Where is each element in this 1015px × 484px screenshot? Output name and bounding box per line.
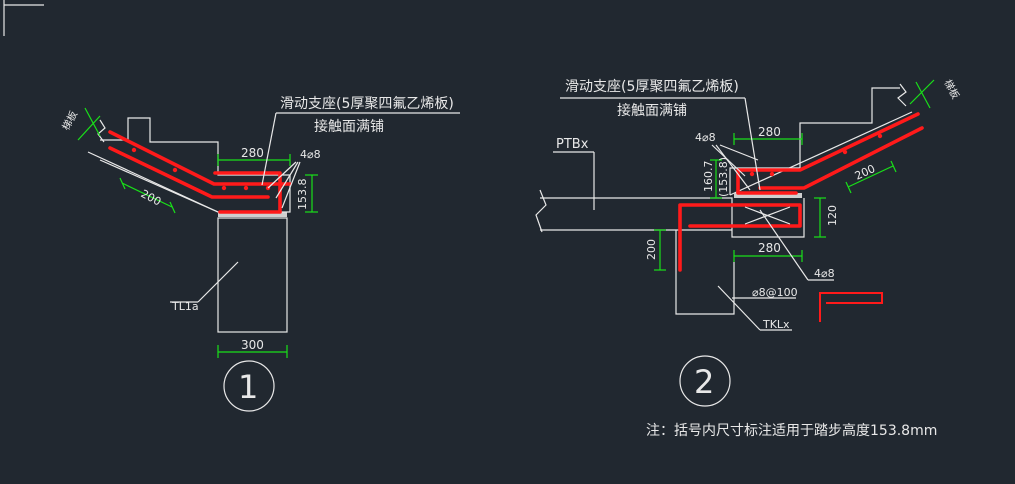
ucs-corner-icon: [3, 0, 44, 36]
sliding-pad: [218, 212, 287, 217]
dim-153-8-text: 153.8: [296, 179, 309, 211]
dim-200-slope: [847, 165, 894, 188]
stirrup-symbol: [819, 292, 883, 322]
dim-300-text: 300: [241, 338, 264, 352]
note-text: 注：括号内尺寸标注适用于踏步高度153.8mm: [646, 422, 937, 439]
callout-line2: 接触面满铺: [617, 102, 687, 119]
dim-200: [121, 182, 173, 208]
rebar-top: [108, 130, 292, 186]
slab-label: PTBx: [556, 137, 589, 152]
tilted-label: 梯板: [941, 77, 962, 101]
callout-line1: 滑动支座(5厚聚四氟乙烯板): [280, 95, 454, 112]
sliding-pad: [734, 193, 802, 198]
detail-2: 梯板 280 4⌀8 160.7 (153.8) PTBx 200 120 20…: [535, 77, 962, 407]
rebar-label-bottom: 4⌀8: [814, 267, 835, 280]
dim-153-8-text: (153.8): [717, 157, 730, 197]
callout-line2: 接触面满铺: [314, 118, 384, 135]
rebar-beam: [678, 203, 802, 272]
detail-1: 梯板 280 153.8 4⌀8 200 滑动支座(5厚聚四氟乙烯板) 接触面满…: [59, 95, 460, 412]
slab-bottom-line: [87, 151, 219, 213]
beam-outline: [217, 217, 288, 333]
dim-200-text: 200: [139, 187, 164, 208]
rebar-label-top: 4⌀8: [695, 131, 716, 144]
stirrup-label: ⌀8@100: [752, 286, 798, 299]
dim-280-top-text: 280: [758, 125, 781, 139]
landing-slab: [540, 197, 805, 238]
beam-label: TKLx: [762, 318, 790, 331]
stair-outline: [729, 87, 900, 195]
detail-number: 1: [238, 368, 258, 406]
callout-leader: [261, 112, 277, 186]
dim-slope-top: [84, 107, 101, 137]
detail-number: 2: [694, 363, 714, 401]
callout-leader: [744, 97, 761, 191]
detail-number-circle: [223, 360, 275, 412]
detail-number-circle: [679, 355, 731, 407]
dim-200-left-text: 200: [645, 239, 658, 260]
rebar-hook: [213, 171, 282, 214]
dim-160-7-text: 160.7: [702, 161, 715, 193]
beam-outline: [675, 230, 735, 315]
dim-280-text: 280: [241, 146, 264, 160]
dim-280-bottom-text: 280: [758, 241, 781, 255]
tilted-label: 梯板: [59, 109, 80, 133]
break-mark: [97, 119, 106, 143]
dim-120-text: 120: [826, 205, 839, 226]
rebar-label: 4⌀8: [300, 148, 321, 161]
rebar-mid: [108, 146, 270, 199]
beam-label: TL1a: [171, 300, 199, 313]
rebar-mid: [758, 126, 924, 190]
callout-line1: 滑动支座(5厚聚四氟乙烯板): [565, 78, 739, 95]
